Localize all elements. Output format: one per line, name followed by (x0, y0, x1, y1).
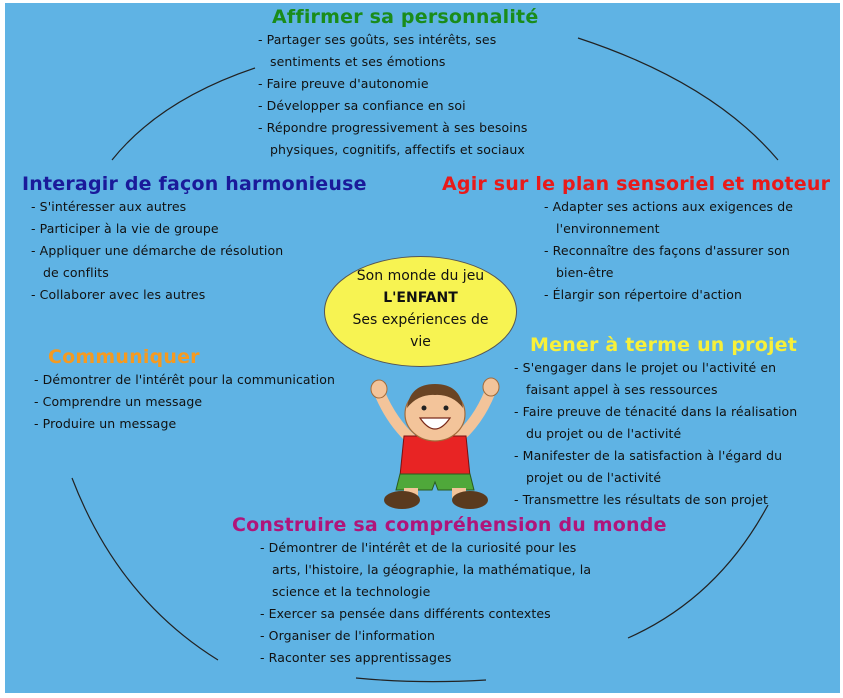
list-item: l'environnement (556, 221, 660, 236)
child-hand-right (482, 377, 500, 397)
section-title: Agir sur le plan sensoriel et moteur (442, 173, 831, 195)
section-title: Mener à terme un projet (530, 334, 798, 356)
list-item: - Faire preuve d'autonomie (258, 76, 429, 91)
center-line-1: Son monde du jeu (356, 268, 485, 284)
list-item: faisant appel à ses ressources (526, 382, 718, 397)
list-item: - Partager ses goûts, ses intérêts, ses (258, 32, 497, 47)
list-item: - Organiser de l'information (260, 628, 435, 643)
section-items: - Démontrer de l'intérêt et de la curios… (260, 537, 667, 669)
list-item: - Élargir son répertoire d'action (544, 287, 743, 302)
list-item: - Participer à la vie de groupe (31, 221, 219, 236)
child-hand-left (370, 379, 388, 399)
list-item: - Manifester de la satisfaction à l'égar… (514, 448, 783, 463)
list-item: science et la technologie (272, 584, 431, 599)
section-agir: Agir sur le plan sensoriel et moteur - A… (442, 173, 830, 306)
center-line-3: Ses expériences de (352, 312, 489, 328)
section-items: - Partager ses goûts, ses intérêts, ses … (258, 29, 538, 161)
child-hair (407, 384, 463, 408)
list-item: - Reconnaître des façons d'assurer son (544, 243, 790, 258)
list-item: - Appliquer une démarche de résolution (31, 243, 284, 258)
section-items: - S'engager dans le projet ou l'activité… (514, 357, 797, 511)
list-item: - Produire un message (34, 416, 177, 431)
list-item: - Comprendre un message (34, 394, 203, 409)
section-communiquer: Communiquer - Démontrer de l'intérêt pou… (34, 346, 335, 435)
section-title: Interagir de façon harmonieuse (22, 173, 367, 195)
section-title: Construire sa compréhension du monde (232, 514, 667, 536)
list-item: physiques, cognitifs, affectifs et socia… (270, 142, 525, 157)
center-line-4: vie (410, 334, 431, 350)
list-item: - Collaborer avec les autres (31, 287, 206, 302)
list-item: - S'intéresser aux autres (31, 199, 187, 214)
arc-top-left (111, 67, 256, 161)
section-items: - Démontrer de l'intérêt pour la communi… (34, 369, 335, 435)
center-ellipse: Son monde du jeu L'ENFANT Ses expérience… (324, 256, 517, 367)
list-item: - Raconter ses apprentissages (260, 650, 452, 665)
child-mouth (418, 417, 452, 430)
list-item: - S'engager dans le projet ou l'activité… (514, 360, 777, 375)
section-projet: Mener à terme un projet - S'engager dans… (514, 334, 798, 511)
section-affirmer: Affirmer sa personnalité - Partager ses … (258, 6, 538, 161)
arc-right-lower (627, 504, 769, 639)
list-item: du projet ou de l'activité (526, 426, 682, 441)
list-item: - Répondre progressivement à ses besoins (258, 120, 528, 135)
arc-top-right (577, 37, 779, 161)
child-eye-left (421, 405, 427, 411)
section-items: - S'intéresser aux autres - Participer à… (31, 196, 367, 306)
list-item: - Transmettre les résultats de son proje… (514, 492, 769, 507)
child-eye-right (443, 405, 449, 411)
list-item: - Faire preuve de ténacité dans la réali… (514, 404, 798, 419)
center-line-2: L'ENFANT (383, 290, 458, 306)
section-title: Communiquer (48, 346, 200, 368)
arc-bottom (355, 677, 487, 683)
child-shirt (399, 435, 471, 477)
list-item: - Démontrer de l'intérêt pour la communi… (34, 372, 336, 387)
list-item: - Adapter ses actions aux exigences de (544, 199, 794, 214)
list-item: arts, l'histoire, la géographie, la math… (272, 562, 592, 577)
list-item: - Démontrer de l'intérêt et de la curios… (260, 540, 577, 555)
child-shoe-right (452, 491, 488, 509)
list-item: - Exercer sa pensée dans différents cont… (260, 606, 551, 621)
list-item: bien-être (556, 265, 614, 280)
child-shoe-left (384, 491, 420, 509)
arc-left-lower (71, 477, 219, 661)
list-item: de conflits (43, 265, 109, 280)
section-construire: Construire sa compréhension du monde - D… (232, 514, 667, 669)
section-interagir: Interagir de façon harmonieuse - S'intér… (22, 173, 367, 306)
section-items: - Adapter ses actions aux exigences de l… (544, 196, 830, 306)
section-title: Affirmer sa personnalité (272, 6, 539, 28)
list-item: sentiments et ses émotions (270, 54, 446, 69)
list-item: projet ou de l'activité (526, 470, 662, 485)
list-item: - Développer sa confiance en soi (258, 98, 466, 113)
child-shorts (395, 473, 475, 491)
cheering-child-icon (370, 377, 500, 509)
